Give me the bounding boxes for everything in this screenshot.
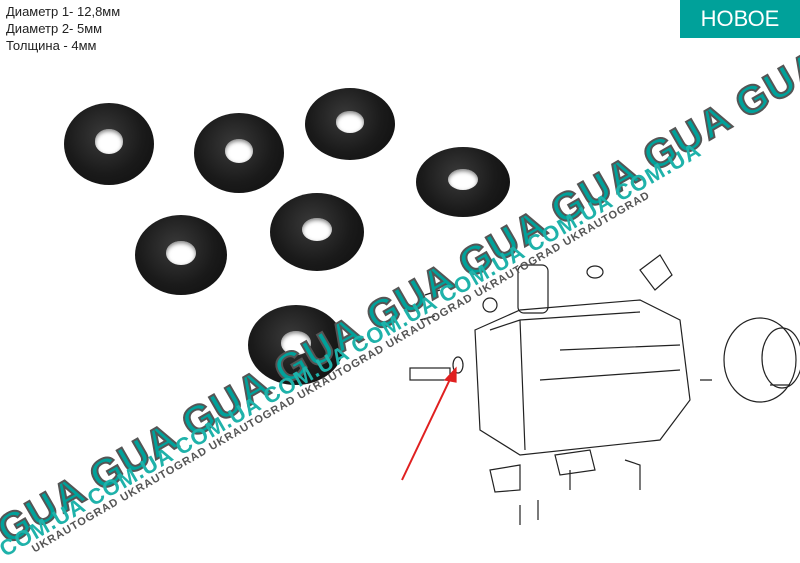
arrow-head-icon <box>443 366 457 383</box>
small-parts <box>489 449 641 493</box>
seal <box>482 297 498 313</box>
oil-filter <box>517 264 549 314</box>
o-ring <box>416 147 510 217</box>
target-o-ring <box>452 356 464 374</box>
engine-block-diagram <box>401 254 800 525</box>
rear-seal <box>761 327 800 389</box>
rear-cover <box>723 317 797 403</box>
o-ring <box>270 193 364 271</box>
bracket <box>639 254 673 291</box>
new-badge: НОВОЕ <box>680 0 800 38</box>
o-ring <box>194 113 284 193</box>
cap <box>586 265 604 279</box>
o-ring <box>135 215 227 295</box>
engine-block <box>474 299 691 456</box>
o-ring <box>64 103 154 185</box>
plugs <box>419 289 441 321</box>
spec-diameter-1: Диаметр 1- 12,8мм <box>6 4 121 19</box>
o-ring <box>305 88 395 160</box>
product-specs: Диаметр 1- 12,8мм Диаметр 2- 5мм Толщина… <box>6 3 120 54</box>
spec-thickness: Толщина - 4мм <box>6 38 97 53</box>
shaft-part <box>409 367 451 381</box>
o-ring <box>248 305 344 385</box>
bolts <box>519 379 790 525</box>
pointer-arrow <box>401 374 453 481</box>
block-lines <box>489 311 681 451</box>
spec-diameter-2: Диаметр 2- 5мм <box>6 21 103 36</box>
